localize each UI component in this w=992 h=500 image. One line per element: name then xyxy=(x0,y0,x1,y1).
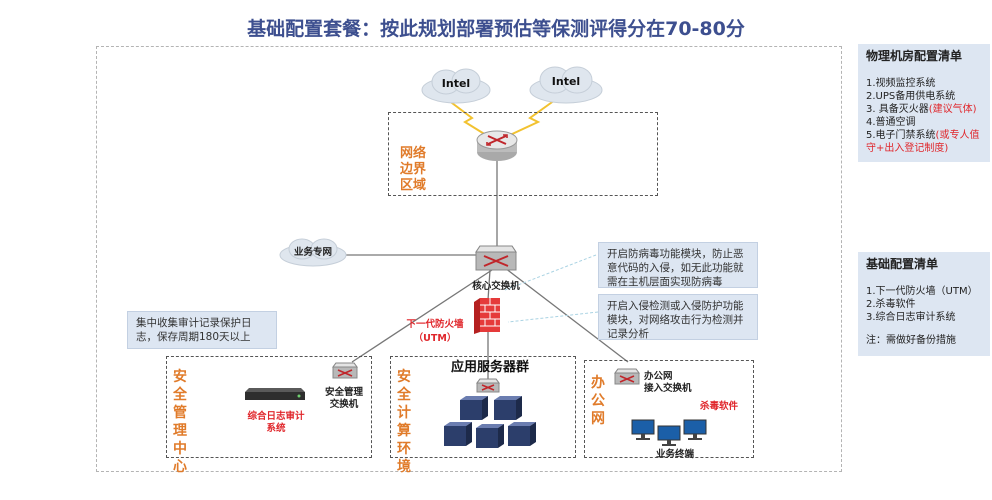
server-group-label: 应用服务器群 xyxy=(450,360,529,375)
antivirus-label: 杀毒软件 xyxy=(700,401,739,412)
cloud-icon xyxy=(279,238,347,267)
office-switch-label-1: 办公网 xyxy=(644,371,673,382)
core-switch-label: 核心交换机 xyxy=(472,281,520,292)
basic-item-3: 3.综合日志审计系统 xyxy=(866,312,956,323)
physical-item-5: 5.电子门禁系统(或专人值守+出入登记制度) xyxy=(866,130,980,154)
router-icon xyxy=(476,130,518,161)
log-audit-label-2: 系统 xyxy=(266,423,286,434)
security-mgmt-label: 安全管理中心 xyxy=(173,369,187,475)
server-cluster-icon xyxy=(444,396,536,448)
ids-callout: 开启入侵检测或入侵防护功能模块，对网络攻击行为检测并记录分析 xyxy=(598,294,758,340)
server-switch-icon xyxy=(476,378,500,393)
office-switch-label-2: 接入交换机 xyxy=(644,383,692,394)
diagram-frame xyxy=(96,46,842,472)
physical-room-heading: 物理机房配置清单 xyxy=(866,49,963,63)
office-zone-label: 办公网 xyxy=(591,375,605,427)
border-zone xyxy=(388,112,658,196)
office-zone xyxy=(584,360,754,458)
intel-label-2: Intel xyxy=(551,75,581,88)
firewall-icon xyxy=(474,298,500,334)
security-compute-zone xyxy=(390,356,576,458)
basic-item-1: 1.下一代防火墙（UTM） xyxy=(866,286,978,297)
core-switch-icon xyxy=(475,245,517,271)
terminals-label: 业务终端 xyxy=(655,449,694,460)
intel-cloud-1: Intel xyxy=(418,64,494,106)
intel-cloud-2: Intel xyxy=(526,62,606,106)
log-audit-appliance-icon xyxy=(245,388,305,400)
security-switch-label-1: 安全管理 xyxy=(324,387,363,398)
business-net-cloud: 业务专网 xyxy=(278,236,348,268)
physical-item-2: 2.UPS备用供电系统 xyxy=(866,91,956,102)
basic-config-panel: 基础配置清单 1.下一代防火墙（UTM） 2.杀毒软件 3.综合日志审计系统 注… xyxy=(858,252,990,356)
border-zone-label: 网络边界区域 xyxy=(399,146,426,193)
antivirus-callout: 开启防病毒功能模块，防止恶意代码的入侵，如无此功能就需在主机层面实现防病毒 xyxy=(598,242,758,288)
basic-item-2: 2.杀毒软件 xyxy=(866,299,916,310)
security-switch-label-2: 交换机 xyxy=(329,399,359,410)
log-audit-label-1: 综合日志审计 xyxy=(247,411,305,422)
firewall-sublabel: （UTM） xyxy=(413,333,457,344)
office-terminals-icon xyxy=(631,419,707,446)
cloud-icon xyxy=(421,68,491,104)
basic-config-heading: 基础配置清单 xyxy=(866,257,939,271)
security-mgmt-zone xyxy=(166,356,372,458)
log-callout: 集中收集审计记录保护日志，保存周期180天以上 xyxy=(127,311,277,349)
physical-item-1: 1.视频监控系统 xyxy=(866,78,936,89)
security-compute-label: 安全计算环境 xyxy=(397,369,411,475)
security-switch-icon xyxy=(332,362,358,379)
intel-label-1: Intel xyxy=(441,77,471,90)
physical-room-panel: 物理机房配置清单 1.视频监控系统 2.UPS备用供电系统 3. 具备灭火器(建… xyxy=(858,44,990,162)
business-net-label: 业务专网 xyxy=(293,247,332,258)
physical-item-3: 3. 具备灭火器(建议气体) xyxy=(866,104,977,115)
physical-item-4: 4.普通空调 xyxy=(866,117,916,128)
basic-note: 注：需做好备份措施 xyxy=(866,335,956,346)
page-title: 基础配置套餐：按此规划部署预估等保测评得分在70-80分 xyxy=(247,18,745,40)
office-switch-icon xyxy=(614,368,640,385)
firewall-label: 下一代防火墙 xyxy=(406,319,464,330)
cloud-icon xyxy=(529,66,603,104)
